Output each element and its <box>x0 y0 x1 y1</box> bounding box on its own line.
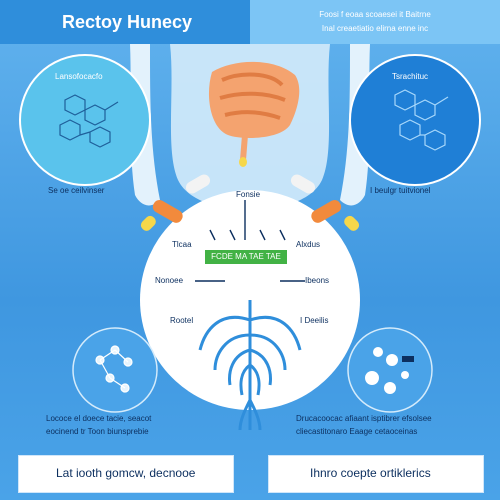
header-subtitle-line-1: Foosi f eoaa scoaesei it Baitrne <box>319 10 431 19</box>
bottom-left-caption-line-1: Lococe el doece tacie, seacot <box>46 414 152 423</box>
footer-right-label: Ihnro coepte ortiklerics <box>310 466 431 480</box>
page-title: Rectoy Hunecy <box>62 12 193 32</box>
spine-icon <box>198 300 302 431</box>
top-left-panel-caption: Se oe ceilvinser <box>48 186 105 195</box>
center-right-label: Alxdus <box>296 240 321 249</box>
header-right-bar <box>250 0 500 44</box>
pill-icons <box>140 174 360 231</box>
center-mid-left-label: Nonoee <box>155 276 184 285</box>
molecule-panel-top-left <box>19 54 151 186</box>
top-right-panel-caption: I beulgr tuitvionel <box>370 186 431 195</box>
footer-right-box <box>268 455 484 493</box>
center-top-label: Fonsie <box>236 190 261 199</box>
top-left-panel-label: Lansofocacfo <box>55 72 103 81</box>
header-left-bar <box>0 0 250 44</box>
center-banner: FCDE MA TAE TAE <box>205 250 287 264</box>
center-mid-right-label: Ibeons <box>305 276 330 285</box>
bottom-right-caption-line-1: Drucacoocac afiaant isptibrer efsolsee <box>296 414 432 423</box>
intestine-icon <box>208 61 300 167</box>
bottom-left-caption-line-2: eocinend tr Toon biunsprebie <box>46 427 149 436</box>
footer-left-label: Lat iooth gomcw, decnooe <box>56 466 196 480</box>
molecule-panel-bottom-right <box>347 327 433 413</box>
center-low-left-label: Rootel <box>170 316 194 325</box>
bottom-right-caption-line-2: cliecastitonaro Eaage cetaoceinas <box>296 427 418 436</box>
center-left-label: Tlcaa <box>172 240 192 249</box>
molecule-panel-bottom-left <box>72 327 158 413</box>
molecule-panel-top-right <box>349 54 481 186</box>
footer-left-box <box>18 455 234 493</box>
header-subtitle-line-2: Inal creaetiatio elirna enne inc <box>321 24 429 33</box>
top-right-panel-label: Tsrachituc <box>392 72 429 81</box>
arrow-icons <box>195 200 305 282</box>
center-low-right-label: I Deeilis <box>300 316 329 325</box>
